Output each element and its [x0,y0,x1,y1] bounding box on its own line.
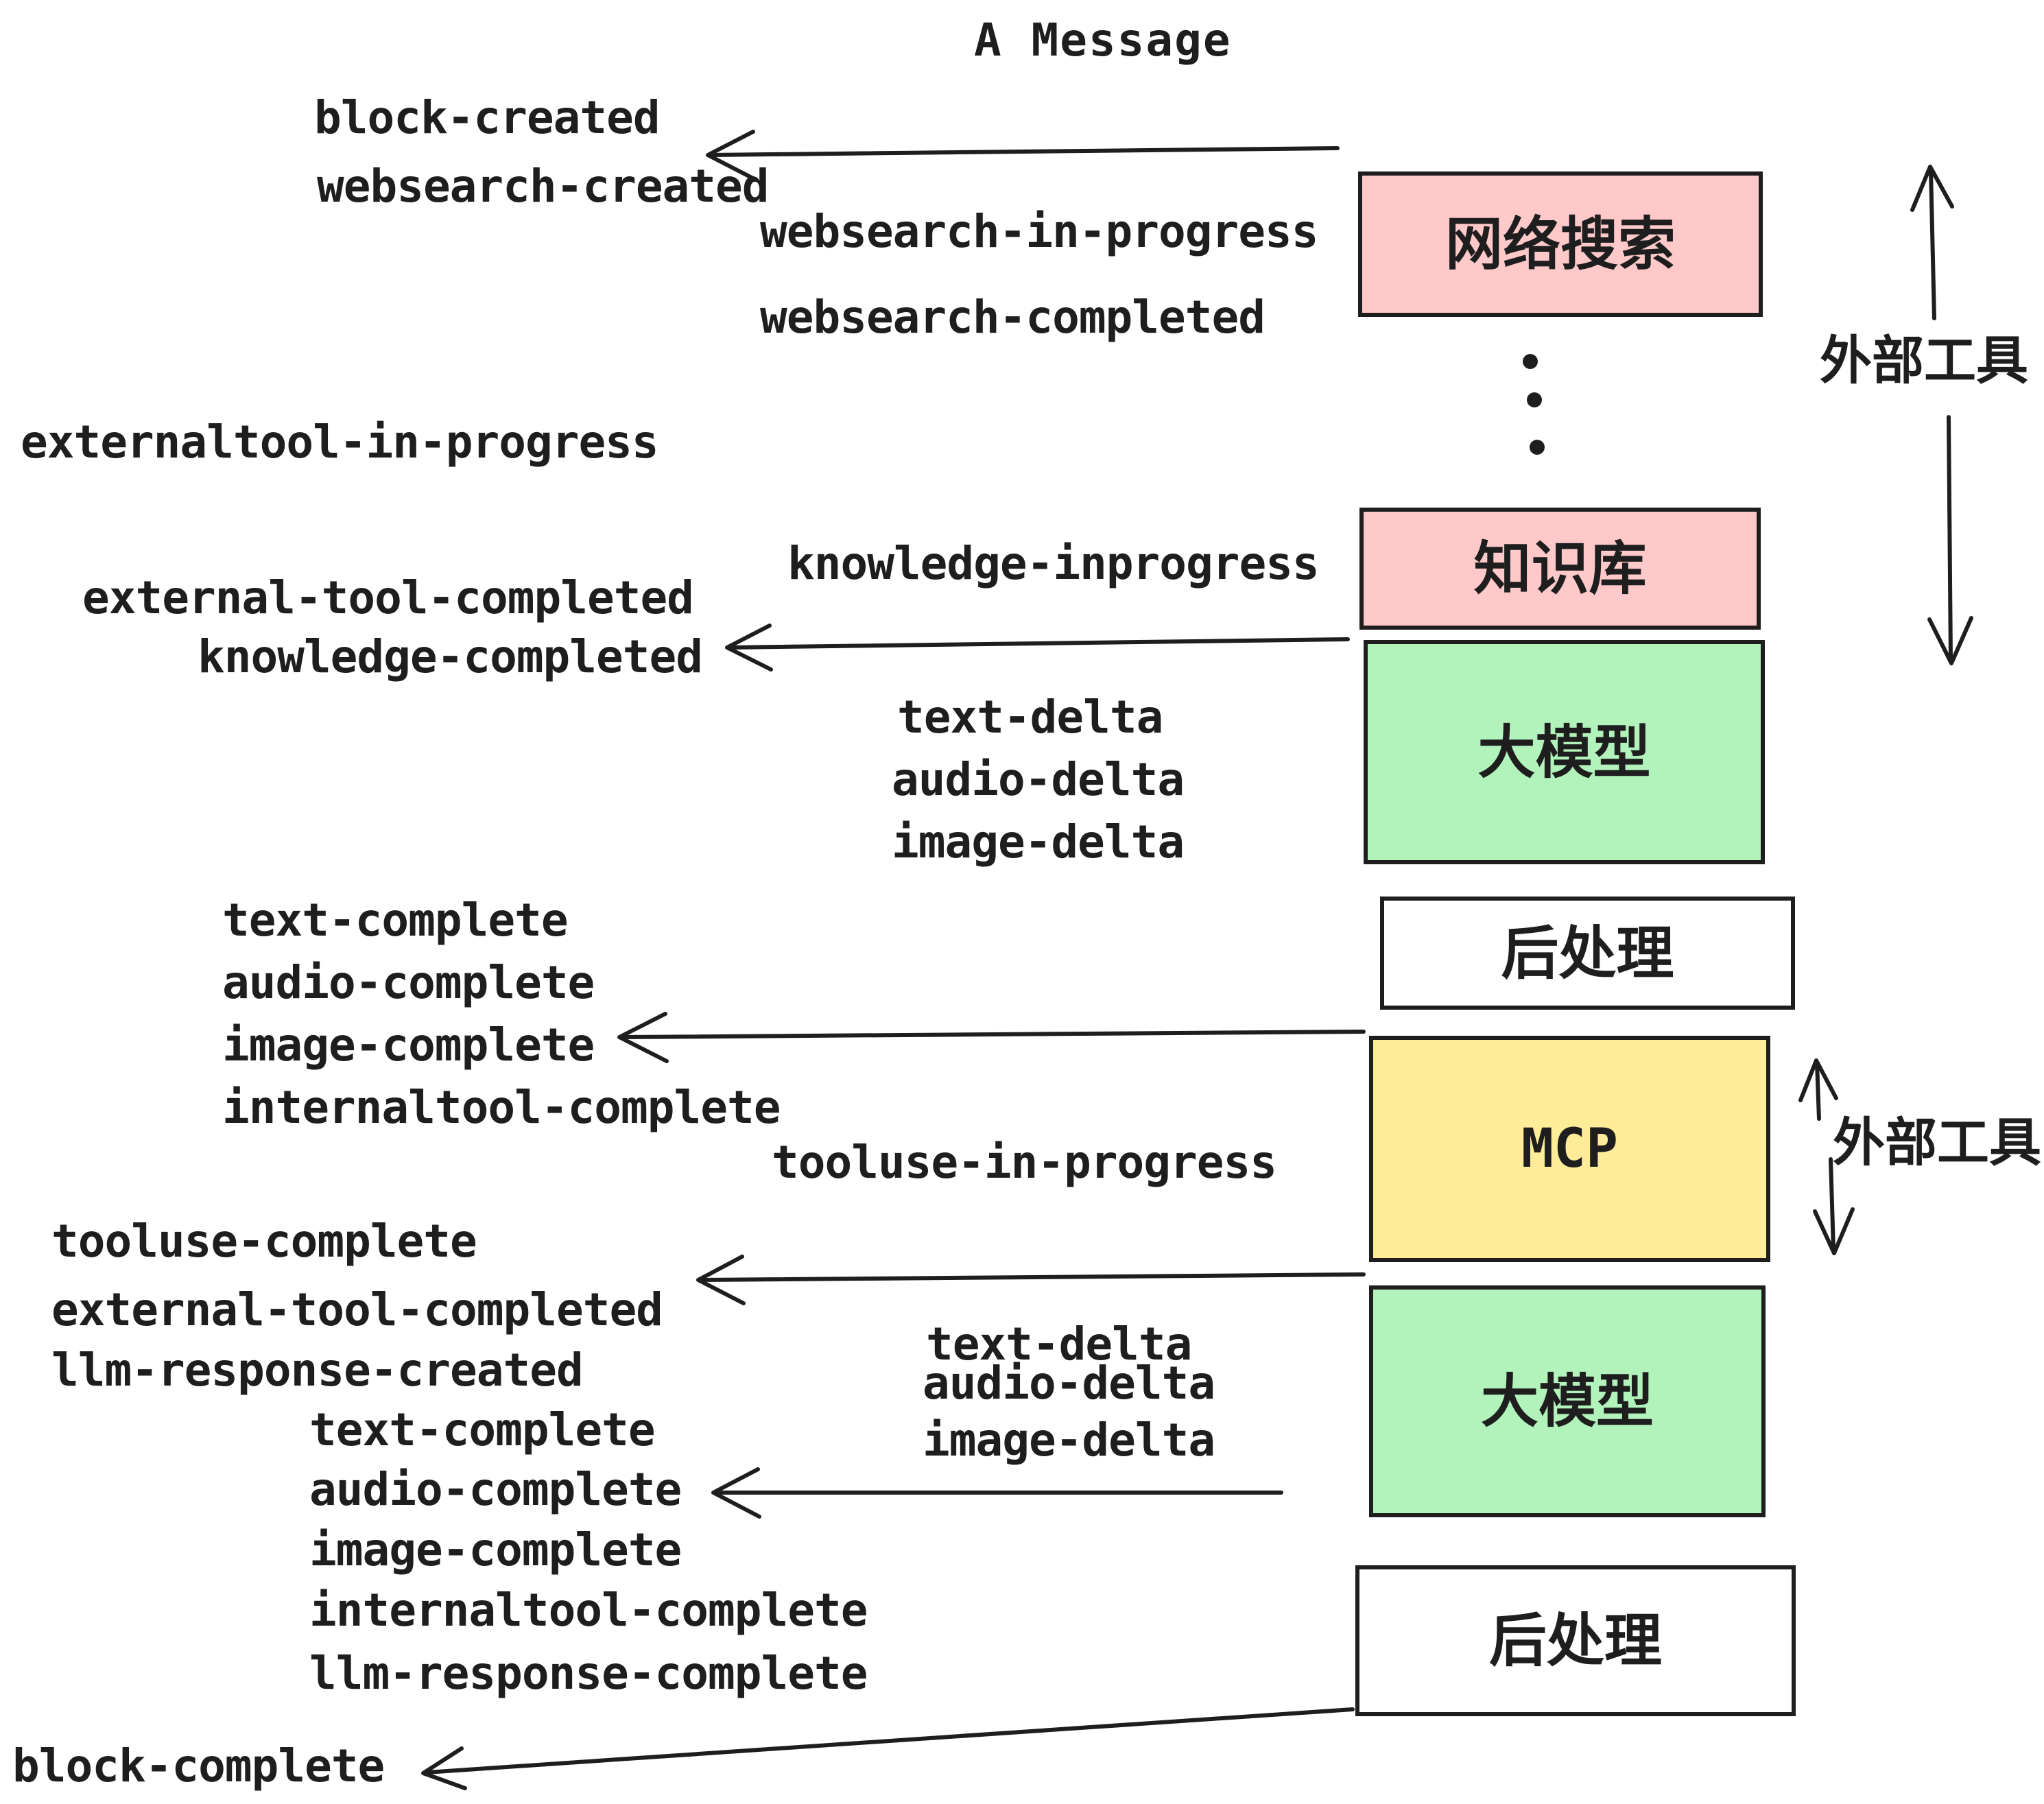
arrow-head-up [1910,165,1954,212]
event-internaltool-complete-2: internaltool-complete [309,1584,868,1637]
arrow-websearch-created [706,130,1340,181]
arrow-head-left [706,130,757,181]
diagram-title: A Message [974,14,1232,67]
external-tools-arrow-up-1 [1910,165,1954,320]
event-text-complete: text-complete [222,894,569,947]
arrow-head-left [725,624,773,672]
event-audio-delta-2: audio-delta [923,1357,1215,1410]
arrow-knowledge-completed [725,624,1350,672]
event-external-tool-completed: external-tool-completed [82,571,694,624]
node-llm-2: 大模型 [1369,1285,1766,1517]
node-knowledge-label: 知识库 [1473,535,1647,602]
ellipsis-dot [1527,392,1542,407]
arrow-line [1929,168,1936,320]
node-llm-1-label: 大模型 [1477,718,1651,786]
arrow-line [425,1707,1355,1775]
node-websearch-label: 网络搜索 [1445,211,1676,278]
ellipsis-dot [1523,354,1538,369]
arrow-tooluse-complete [696,1255,1366,1305]
node-postprocess-1: 后处理 [1380,897,1795,1010]
arrow-block-complete [421,1707,1355,1790]
node-mcp-label: MCP [1521,1118,1618,1180]
event-websearch-created: websearch-created [317,160,770,213]
arrow-head-left [617,1012,669,1063]
side-label-external-tools-2: 外部工具 [1833,1112,2041,1173]
external-tools-arrow-down-2 [1813,1157,1855,1255]
event-tooluse-complete: tooluse-complete [51,1215,477,1268]
arrow-head-down [1813,1207,1855,1255]
side-label-external-tools-1: 外部工具 [1820,330,2028,391]
event-llm-response-created: llm-response-created [51,1344,584,1397]
arrow-line [1829,1157,1835,1252]
arrow-line [708,146,1340,157]
node-llm-2-label: 大模型 [1480,1368,1654,1435]
node-llm-1: 大模型 [1364,640,1765,864]
event-audio-complete: audio-complete [222,956,595,1009]
arrow-head-left [711,1467,761,1519]
event-internaltool-complete: internaltool-complete [222,1081,781,1134]
arrow-head-up [1798,1058,1838,1102]
external-tools-arrow-down-1 [1927,415,1973,665]
node-knowledge: 知识库 [1359,508,1761,630]
arrow-internal-complete [617,1012,1366,1063]
arrow-line [699,1272,1366,1282]
event-image-complete-2: image-complete [309,1523,682,1576]
event-image-complete: image-complete [222,1019,595,1071]
arrow-line [621,1030,1366,1039]
arrow-line [1947,415,1953,662]
event-knowledge-inprogress: knowledge-inprogress [787,537,1320,590]
node-postprocess-2: 后处理 [1355,1565,1796,1716]
event-text-complete-2: text-complete [309,1403,656,1456]
node-postprocess-2-label: 后处理 [1488,1607,1662,1674]
event-block-complete: block-complete [12,1740,385,1792]
node-postprocess-1-label: 后处理 [1501,919,1674,987]
arrow-head-down [1927,616,1973,665]
event-knowledge-completed: knowledge-completed [198,630,703,683]
arrow-line [1815,1061,1821,1121]
event-text-delta: text-delta [897,691,1163,744]
event-external-tool-completed-2: external-tool-completed [51,1283,663,1336]
event-websearch-in-progress: websearch-in-progress [760,205,1318,258]
event-audio-delta: audio-delta [892,753,1185,806]
event-image-delta: image-delta [892,816,1185,868]
external-tools-arrow-up-2 [1798,1058,1838,1121]
arrow-line [727,637,1350,650]
event-audio-complete-2: audio-complete [309,1463,682,1516]
event-text-delta-2: text-delta [926,1318,1192,1370]
event-externaltool-in-progress: externaltool-in-progress [21,416,659,468]
event-tooluse-in-progress: tooluse-in-progress [772,1136,1277,1189]
arrow-head-left [421,1746,467,1790]
node-mcp: MCP [1369,1036,1770,1262]
arrow-llm2-complete [711,1467,1283,1519]
vertical-ellipsis [1523,354,1545,455]
event-websearch-completed: websearch-completed [760,291,1265,344]
node-websearch: 网络搜索 [1358,171,1763,317]
arrow-head-left [696,1255,746,1305]
ellipsis-dot [1530,440,1545,455]
event-block-created: block-created [314,91,661,144]
event-image-delta-2: image-delta [923,1414,1215,1467]
event-llm-response-complete: llm-response-complete [309,1647,868,1700]
